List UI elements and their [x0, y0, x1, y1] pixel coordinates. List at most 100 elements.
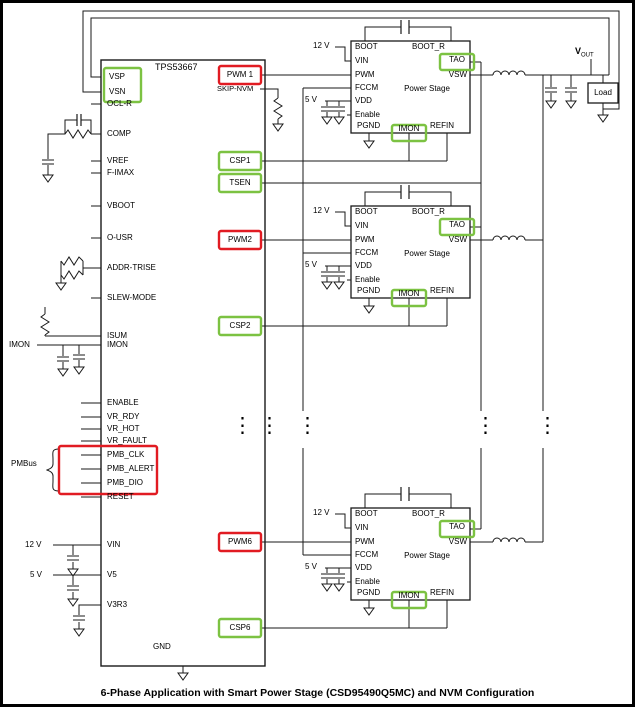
- s2-enable: Enable: [355, 275, 380, 284]
- pin-oclr: OCL-R: [107, 99, 132, 108]
- pin-vrhot: VR_HOT: [107, 424, 140, 433]
- ellipsis-phases-3: ⋮: [297, 414, 318, 437]
- pin-comp: COMP: [107, 129, 131, 138]
- s2-title: Power Stage: [404, 249, 450, 258]
- pin-imon: IMON: [107, 340, 128, 349]
- s2-imon: IMON: [398, 289, 420, 298]
- s2-boot-r: BOOT_R: [412, 207, 445, 216]
- s1-vdd: VDD: [355, 96, 372, 105]
- pin-slew: SLEW-MODE: [107, 293, 157, 302]
- s1-pwm: PWM: [355, 70, 375, 79]
- pin-csp2: CSP2: [229, 321, 251, 330]
- pin-vsn: VSN: [109, 87, 126, 96]
- s1-5v: 5 V: [305, 95, 318, 104]
- s6-fccm: FCCM: [355, 550, 379, 559]
- pin-csp6: CSP6: [229, 623, 251, 632]
- s6-refin: REFIN: [430, 588, 454, 597]
- s2-refin: REFIN: [430, 286, 454, 295]
- s6-boot-r: BOOT_R: [412, 509, 445, 518]
- s2-boot: BOOT: [355, 207, 378, 216]
- pin-reset: RESET: [107, 492, 134, 501]
- pin-ousr: O-USR: [107, 233, 133, 242]
- ellipsis-phases-5: ⋮: [537, 414, 558, 437]
- s1-pgnd: PGND: [357, 121, 381, 130]
- ic-outline: [100, 59, 266, 667]
- vout-label: VOUT: [575, 46, 594, 59]
- pin-pmbdio: PMB_DIO: [107, 478, 144, 487]
- s6-enable: Enable: [355, 577, 380, 586]
- pin-csp1: CSP1: [229, 156, 251, 165]
- highlight-vsp-vsn: [102, 66, 143, 104]
- s1-vin: VIN: [355, 56, 369, 65]
- s6-pwm: PWM: [355, 537, 375, 546]
- figure-caption: 6-Phase Application with Smart Power Sta…: [100, 687, 535, 699]
- highlight-pwm1: [217, 64, 263, 86]
- pin-vboot: VBOOT: [107, 201, 136, 210]
- left-side-components: [37, 10, 620, 681]
- s1-imon: IMON: [398, 124, 420, 133]
- s6-vin: VIN: [355, 523, 369, 532]
- pin-pwm6: PWM6: [228, 537, 252, 546]
- pin-addr: ADDR-TRISE: [107, 263, 156, 272]
- pin-vsp: VSP: [109, 72, 126, 81]
- s2-vdd: VDD: [355, 261, 372, 270]
- highlight-csp6: [217, 617, 263, 639]
- s6-imon: IMON: [398, 591, 420, 600]
- s1-tao: TAO: [449, 55, 465, 64]
- s2-fccm: FCCM: [355, 248, 379, 257]
- s6-12v: 12 V: [313, 508, 330, 517]
- pin-pwm2: PWM2: [228, 235, 252, 244]
- pin-v5: V5: [107, 570, 117, 579]
- output-network: [543, 59, 619, 123]
- s2-pwm: PWM: [355, 235, 375, 244]
- s1-boot: BOOT: [355, 42, 378, 51]
- s1-enable: Enable: [355, 110, 380, 119]
- pin-vin: VIN: [107, 540, 121, 549]
- pin-enable: ENABLE: [107, 398, 139, 407]
- pmbus-label: PMBus: [11, 459, 37, 468]
- right-side-wiring: [260, 62, 544, 555]
- supply-5v-main: 5 V: [30, 570, 43, 579]
- s6-vsw: VSW: [448, 537, 467, 546]
- highlight-pmbus: [57, 444, 159, 496]
- s6-pgnd: PGND: [357, 588, 381, 597]
- s1-title: Power Stage: [404, 84, 450, 93]
- s1-boot-r: BOOT_R: [412, 42, 445, 51]
- pin-vrfault: VR_FAULT: [107, 436, 147, 445]
- s1-fccm: FCCM: [355, 83, 379, 92]
- s6-tao: TAO: [449, 522, 465, 531]
- pin-tsen: TSEN: [229, 178, 251, 187]
- s2-tao: TAO: [449, 220, 465, 229]
- pin-fimax: F-IMAX: [107, 168, 135, 177]
- ic-title: TPS53667: [155, 62, 198, 72]
- pin-v3r3: V3R3: [107, 600, 128, 609]
- supply-12v-main: 12 V: [25, 540, 42, 549]
- ellipsis-phases-1: ⋮: [232, 414, 253, 437]
- highlight-csp1: [217, 150, 263, 172]
- s2-vsw: VSW: [448, 235, 467, 244]
- s2-vin: VIN: [355, 221, 369, 230]
- pin-pmbalert: PMB_ALERT: [107, 464, 155, 473]
- highlight-pwm2: [217, 229, 263, 251]
- pin-vref: VREF: [107, 156, 129, 165]
- imon-ext-label: IMON: [9, 340, 30, 349]
- schematic-wiring: [37, 10, 620, 681]
- s1-refin: REFIN: [430, 121, 454, 130]
- s6-boot: BOOT: [355, 509, 378, 518]
- pin-pmbclk: PMB_CLK: [107, 450, 145, 459]
- s2-pgnd: PGND: [357, 286, 381, 295]
- pin-vrrdy: VR_RDY: [107, 412, 140, 421]
- s1-12v: 12 V: [313, 41, 330, 50]
- s6-vdd: VDD: [355, 563, 372, 572]
- s1-vsw: VSW: [448, 70, 467, 79]
- ellipsis-phases-2: ⋮: [259, 414, 280, 437]
- ellipsis-phases-4: ⋮: [475, 414, 496, 437]
- pin-pwm1: PWM 1: [226, 70, 254, 79]
- s2-5v: 5 V: [305, 260, 318, 269]
- highlight-pwm6: [217, 531, 263, 553]
- s6-5v: 5 V: [305, 562, 318, 571]
- highlight-csp2: [217, 315, 263, 337]
- load-label: Load: [594, 88, 612, 97]
- pin-skipnvm: SKIP-NVM: [217, 84, 254, 93]
